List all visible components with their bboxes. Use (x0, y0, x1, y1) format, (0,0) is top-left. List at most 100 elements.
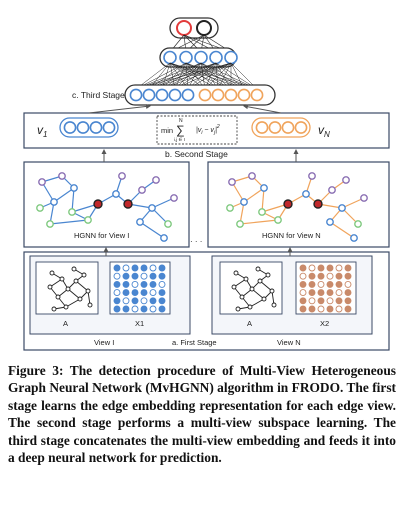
graph-node (84, 216, 92, 224)
adjacency-graph-right (231, 266, 277, 312)
feature-cell (335, 289, 343, 297)
graph-edge (239, 219, 279, 225)
svg-text:|vi − vj|2: |vi − vj|2 (196, 124, 220, 136)
second-stage-box: v1 vN min N ∑ i,j ∈ I |vi − vj|2 (23, 112, 390, 149)
graph-node (302, 190, 310, 198)
feature-cell (326, 272, 334, 280)
hgnn-graph-left (36, 172, 178, 242)
graph-node (58, 172, 66, 180)
graph-node (226, 204, 234, 212)
objective-term: |v (196, 127, 202, 134)
adjacency-node (55, 294, 61, 300)
hidden-node (224, 50, 238, 65)
adjacency-node (47, 284, 53, 290)
feature-cell (317, 264, 325, 272)
hidden-node (163, 50, 177, 65)
feature-cell (131, 264, 139, 272)
hidden-node (209, 50, 223, 65)
graph-edge (151, 197, 175, 209)
graph-edge (261, 187, 265, 213)
graph-node (354, 220, 362, 228)
graph-edge (243, 187, 265, 203)
graph-node (160, 234, 168, 242)
feature-cell (149, 297, 157, 305)
feature-grid-x2 (299, 264, 352, 313)
graph-node (118, 172, 126, 180)
graph-node (260, 184, 268, 192)
feature-cell (131, 305, 139, 313)
feature-cell (335, 297, 343, 305)
objective-sum-upper: N (179, 118, 183, 124)
concat-node (198, 88, 212, 102)
feature-cell (122, 272, 130, 280)
graph-node (274, 216, 282, 224)
feature-cell (140, 264, 148, 272)
feature-cell (140, 289, 148, 297)
vn-node (268, 121, 282, 134)
feature-cell (131, 297, 139, 305)
adjacency-node (65, 286, 71, 292)
graph-node (164, 220, 172, 228)
vn-subscript: N (324, 130, 330, 139)
feature-cell (308, 272, 316, 280)
adjacency-node (49, 270, 55, 276)
concat-layer (124, 84, 276, 106)
graph-edge (53, 187, 75, 203)
adjacency-node (235, 306, 241, 312)
graph-node (136, 218, 144, 226)
graph-node (342, 176, 350, 184)
first-stage-label: a. First Stage (172, 338, 217, 347)
x1-label: X1 (135, 319, 144, 328)
graph-node (308, 172, 316, 180)
graph-node (152, 176, 160, 184)
objective-i: i (201, 130, 203, 136)
feature-cell (131, 272, 139, 280)
feature-cell (113, 305, 121, 313)
graph-node (326, 218, 334, 226)
feature-cell (140, 272, 148, 280)
arrow-up-right (243, 104, 282, 114)
adjacency-node (243, 276, 249, 282)
feature-cell (149, 305, 157, 313)
feature-cell (344, 289, 352, 297)
graph-node (46, 220, 54, 228)
feature-cell (149, 264, 157, 272)
adjacency-edge (259, 280, 273, 292)
graph-node (50, 198, 58, 206)
feature-cell (317, 272, 325, 280)
feature-cell (308, 305, 316, 313)
v1-node (76, 121, 90, 134)
adjacency-node (249, 286, 255, 292)
feature-cell (158, 280, 166, 288)
feature-cell (308, 297, 316, 305)
concat-node (168, 88, 182, 102)
arrow-up-left (88, 103, 151, 114)
hidden-node (179, 50, 193, 65)
objective-close: | (215, 127, 217, 134)
adjacency-edge (67, 288, 81, 300)
adjacency-node (269, 288, 275, 294)
adjacency-node (271, 302, 277, 308)
concat-node (211, 88, 225, 102)
view-left-label: View I (94, 338, 114, 347)
adjacency-node (71, 266, 77, 272)
feature-cell (122, 264, 130, 272)
feature-cell (149, 280, 157, 288)
a-left-label: A (63, 319, 68, 328)
graph-node (228, 178, 236, 186)
adjacency-node (265, 272, 271, 278)
feature-cell (158, 305, 166, 313)
graph-node (283, 199, 293, 209)
vn-node (281, 121, 295, 134)
concat-node (250, 88, 264, 102)
feature-cell (299, 305, 307, 313)
feature-cell (344, 305, 352, 313)
adjacency-node (231, 284, 237, 290)
v1-node (89, 121, 103, 134)
feature-cell (299, 272, 307, 280)
objective-min: min (161, 126, 173, 135)
feature-cell (317, 280, 325, 288)
feature-cell (344, 297, 352, 305)
feature-cell (335, 264, 343, 272)
concat-node (224, 88, 238, 102)
